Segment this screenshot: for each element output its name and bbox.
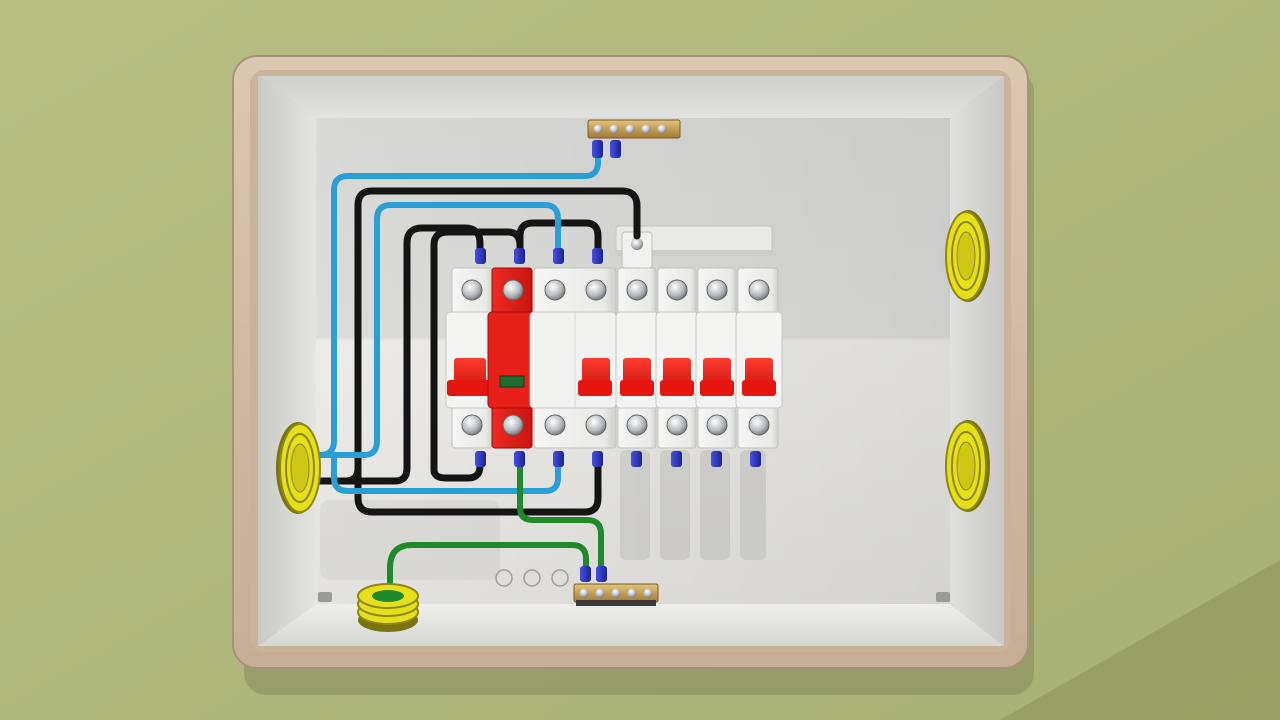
status-indicator-window bbox=[499, 375, 525, 388]
terminal-screw bbox=[748, 414, 770, 436]
terminal-screw bbox=[626, 414, 648, 436]
neutral-cable-2 bbox=[297, 202, 561, 458]
neutral-terminal-bar bbox=[587, 119, 681, 158]
terminal-screw bbox=[666, 414, 688, 436]
mcb-module-1 bbox=[615, 267, 659, 449]
knockout-holes bbox=[495, 569, 569, 587]
toggle-lever[interactable] bbox=[447, 358, 493, 396]
cables bbox=[296, 147, 641, 598]
toggle-lever[interactable] bbox=[700, 358, 734, 396]
wall-corner-shadow bbox=[1000, 560, 1280, 720]
rcd-module bbox=[529, 267, 617, 449]
mounting-lugs bbox=[318, 592, 950, 602]
interior-bottom-wall bbox=[258, 604, 1004, 646]
gland-right-bottom bbox=[945, 420, 990, 512]
main-switch-module bbox=[445, 267, 493, 449]
interior-right-wall bbox=[950, 76, 1004, 646]
live-cable-6 bbox=[354, 454, 602, 516]
cable-ferrules bbox=[475, 248, 761, 467]
toggle-lever[interactable] bbox=[620, 358, 654, 396]
terminal-screw bbox=[502, 414, 524, 436]
earth-cable-1 bbox=[387, 542, 589, 598]
gland-left bbox=[276, 422, 321, 514]
live-cable-5 bbox=[430, 454, 484, 482]
terminal-screw bbox=[544, 414, 566, 436]
mcb-module-4 bbox=[735, 267, 783, 449]
surge-protector-module bbox=[487, 267, 535, 449]
terminal-screw bbox=[585, 414, 607, 436]
terminal-screw bbox=[626, 279, 648, 301]
terminal-screw bbox=[502, 279, 524, 301]
toggle-lever[interactable] bbox=[742, 358, 776, 396]
comb-busbar bbox=[615, 225, 773, 256]
mcb-module-3 bbox=[695, 267, 739, 449]
earth-cable-2 bbox=[517, 455, 604, 578]
terminal-screw bbox=[666, 279, 688, 301]
breaker-shadows bbox=[320, 450, 766, 580]
interior-left-wall bbox=[258, 76, 316, 646]
terminal-screw bbox=[461, 279, 483, 301]
toggle-lever[interactable] bbox=[578, 358, 612, 396]
mcb-module-2 bbox=[655, 267, 699, 449]
terminal-screw bbox=[461, 414, 483, 436]
gland-bottom-left bbox=[357, 583, 419, 632]
neutral-cable-3 bbox=[331, 452, 561, 494]
terminal-screw bbox=[544, 279, 566, 301]
gland-right-top bbox=[945, 210, 990, 302]
terminal-screw bbox=[706, 279, 728, 301]
terminal-screw bbox=[585, 279, 607, 301]
terminal-screw bbox=[748, 279, 770, 301]
terminal-screw bbox=[706, 414, 728, 436]
toggle-lever[interactable] bbox=[660, 358, 694, 396]
earth-terminal-bar bbox=[573, 566, 659, 606]
breaker-rail bbox=[445, 267, 783, 449]
interior-top-wall bbox=[258, 76, 1004, 118]
